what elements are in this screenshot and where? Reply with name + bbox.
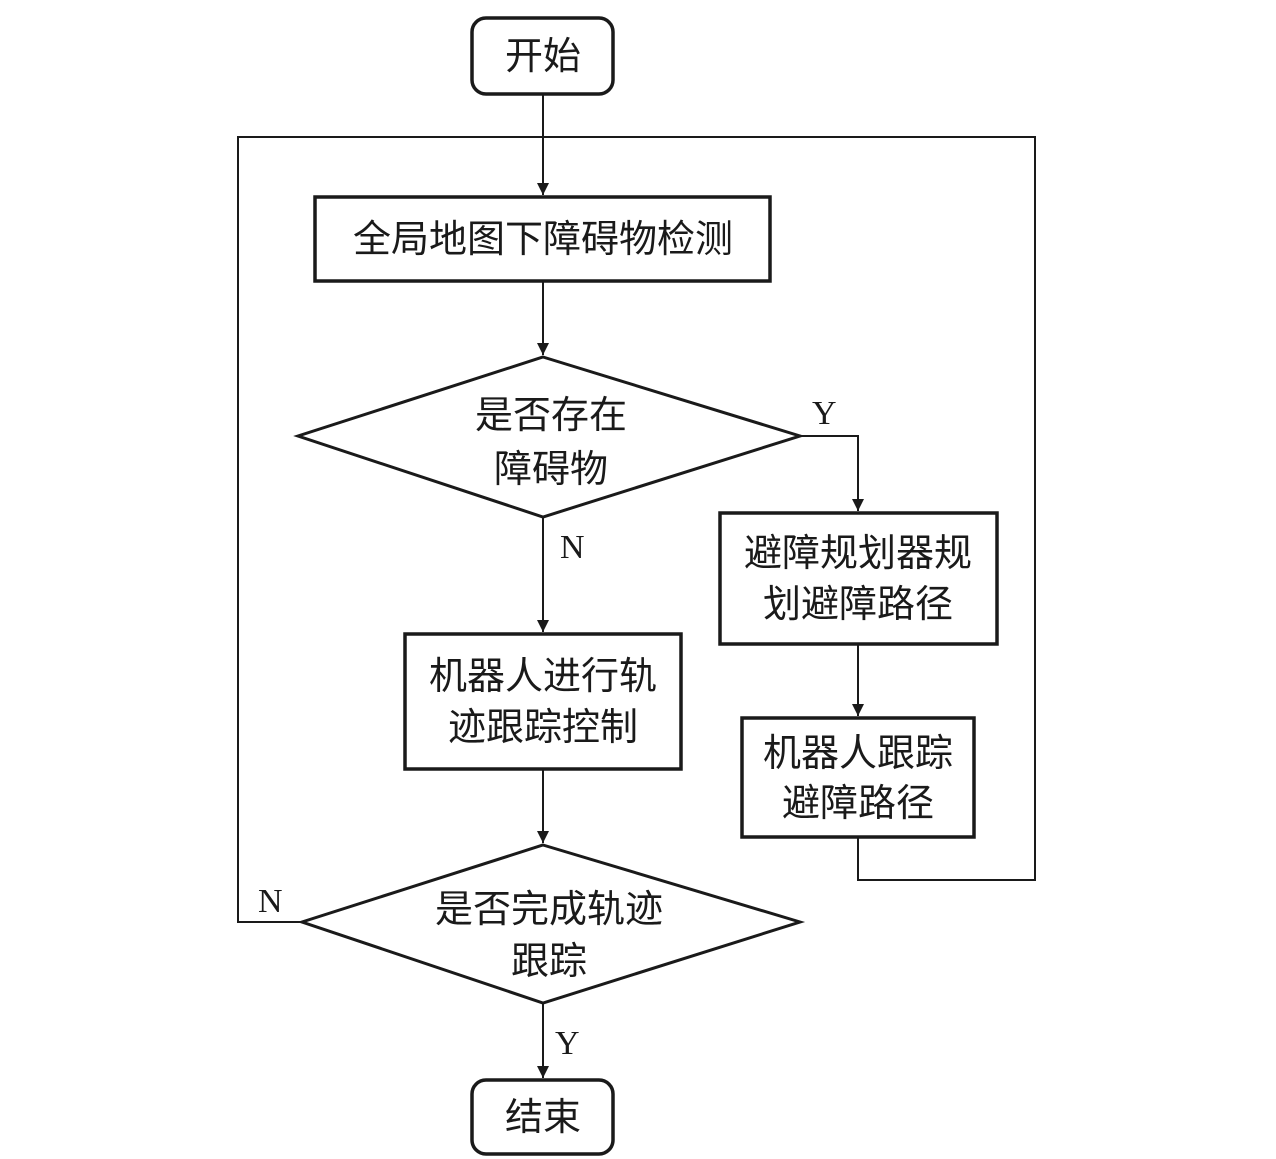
track-control-node: 机器人进行轨 迹跟踪控制 <box>403 632 683 771</box>
track-avoid-node: 机器人跟踪 避障路径 <box>740 716 976 839</box>
edge-decision-yes-plan <box>800 435 864 511</box>
edge-done-no-loop <box>237 136 543 923</box>
detect-label: 全局地图下障碍物检测 <box>353 217 733 261</box>
start-node: 开始 <box>470 16 615 96</box>
detect-node: 全局地图下障碍物检测 <box>313 195 772 283</box>
start-label: 开始 <box>505 34 581 78</box>
decision-done-line-2: 跟踪 <box>511 939 587 983</box>
decision-done-line-1: 是否完成轨迹 <box>435 887 663 931</box>
connectors <box>237 95 1036 1078</box>
edge-label-obstacle-no: N <box>560 529 585 566</box>
decision-done-node: 是否完成轨迹 跟踪 <box>297 843 806 1005</box>
edge-trackavoid-loop <box>543 136 1036 881</box>
track-avoid-line-2: 避障路径 <box>782 781 934 825</box>
plan-line-2: 划避障路径 <box>763 582 953 626</box>
track-control-line-1: 机器人进行轨 <box>429 654 657 698</box>
decision-obstacle-line-1: 是否存在 <box>475 393 627 437</box>
plan-line-1: 避障规划器规 <box>744 531 972 575</box>
edge-label-done-yes: Y <box>555 1025 580 1062</box>
track-control-line-2: 迹跟踪控制 <box>448 705 638 749</box>
end-node: 结束 <box>470 1078 615 1156</box>
track-avoid-line-1: 机器人跟踪 <box>763 731 953 775</box>
edge-label-done-no: N <box>258 883 283 920</box>
decision-obstacle-node: 是否存在 障碍物 <box>293 355 806 519</box>
decision-obstacle-line-2: 障碍物 <box>494 447 608 491</box>
end-label: 结束 <box>505 1095 581 1139</box>
edge-label-obstacle-yes: Y <box>812 395 837 432</box>
plan-node: 避障规划器规 划避障路径 <box>718 511 999 646</box>
